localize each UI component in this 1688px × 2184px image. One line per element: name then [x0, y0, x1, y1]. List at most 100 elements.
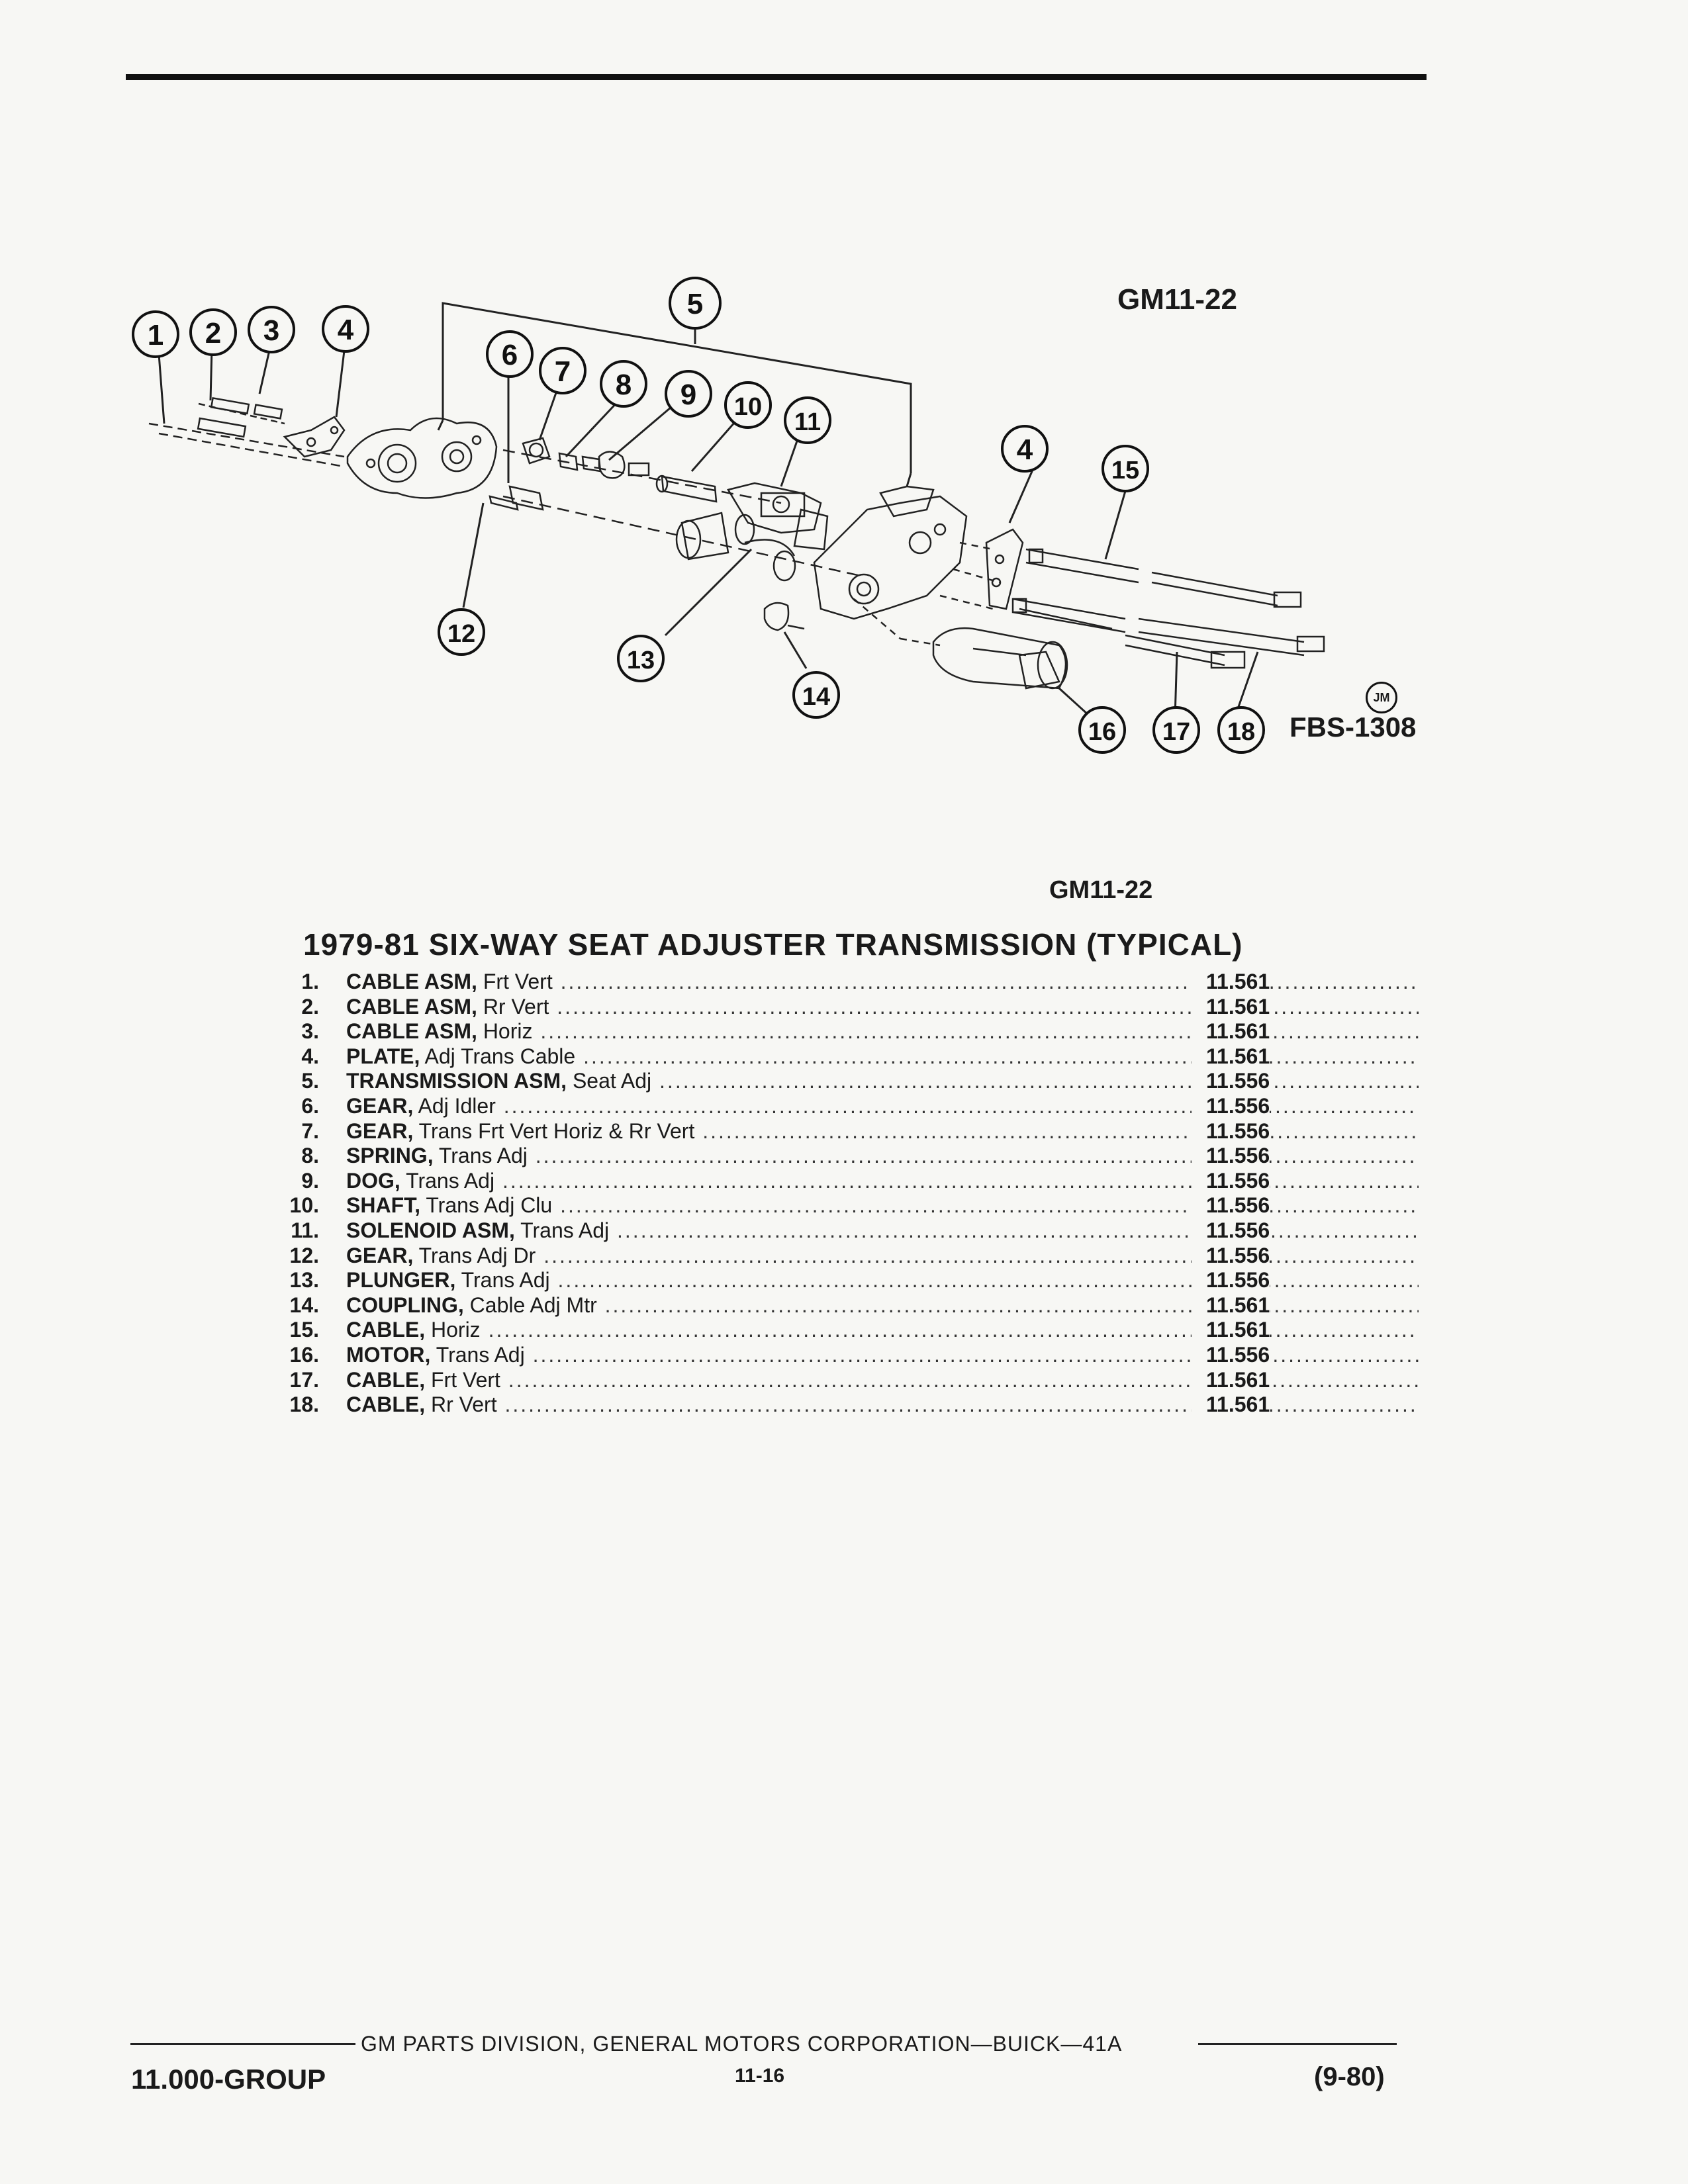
part-name: CABLE ASM,	[346, 970, 477, 993]
part-name: GEAR,	[346, 1093, 414, 1118]
part-name: CABLE ASM,	[346, 1019, 477, 1044]
list-item: 11. SOLENOID ASM, Trans Adj .............…	[285, 1218, 1419, 1244]
callout-17: 17	[1162, 718, 1190, 746]
leader-dots: ........................................…	[702, 1118, 1419, 1143]
part-qualifier: Adj Trans Cable	[424, 1044, 576, 1068]
part-qualifier: Cable Adj Mtr	[469, 1293, 597, 1317]
list-item: 4. PLATE, Adj Trans Cable ...............…	[285, 1044, 1419, 1069]
part-qualifier: Trans Frt Vert Horiz & Rr Vert	[418, 1118, 695, 1143]
part-number: 17.	[289, 1367, 319, 1392]
diagram-code: GM11-22	[1117, 283, 1237, 316]
footer-rule-right	[1198, 2043, 1397, 2045]
callout-15: 15	[1111, 457, 1139, 484]
part-qualifier: Rr Vert	[483, 994, 549, 1019]
callout-13: 13	[627, 647, 655, 674]
group-number: 11.556	[1192, 1243, 1270, 1268]
callout-18: 18	[1227, 718, 1255, 746]
part-description: GEAR, Trans Adj Dr .....................…	[346, 1244, 1419, 1268]
part-qualifier: Trans Adj Dr	[418, 1243, 536, 1267]
list-item: 18.CABLE, Rr Vert ......................…	[285, 1392, 1419, 1418]
revision-date: (9-80)	[1314, 2062, 1385, 2091]
part-name: COUPLING,	[346, 1293, 464, 1317]
part-name: CABLE,	[346, 1318, 426, 1342]
list-item: 9. DOG, Trans Adj .......................…	[285, 1168, 1419, 1194]
leader-dots: ........................................…	[527, 1144, 1419, 1168]
leader-dots: ........................................…	[480, 1318, 1419, 1342]
part-number: 15.	[289, 1318, 319, 1342]
callout-6: 6	[502, 339, 518, 371]
leader-dots: ........................................…	[532, 1019, 1419, 1044]
list-item: 8.SPRING, Trans Adj ....................…	[285, 1144, 1419, 1169]
group-number: 11.556	[1192, 1144, 1270, 1169]
leader-dots: ........................................…	[494, 1168, 1419, 1193]
part-name: SOLENOID ASM,	[346, 1218, 515, 1242]
group-number: 11.556	[1192, 1069, 1270, 1094]
footer-publisher: GM PARTS DIVISION, GENERAL MOTORS CORPOR…	[361, 2032, 1123, 2056]
group-number: 11.561	[1192, 1392, 1270, 1418]
group-number: 11.556	[1192, 1218, 1270, 1243]
list-item: 15.CABLE, Horiz ........................…	[285, 1318, 1419, 1343]
part-number: 13.	[289, 1268, 319, 1293]
part-description: PLUNGER, Trans Adj .....................…	[346, 1268, 1419, 1293]
callout-7: 7	[555, 355, 571, 388]
part-number: 8.	[301, 1144, 319, 1168]
leader-dots: ........................................…	[604, 1293, 1419, 1317]
part-name: DOG,	[346, 1168, 400, 1193]
callout-9: 9	[680, 379, 696, 411]
group-number: 11.561	[1192, 1318, 1270, 1343]
part-qualifier: Trans Adj	[406, 1168, 495, 1193]
part-qualifier: Frt Vert	[431, 1367, 500, 1392]
part-qualifier: Rr Vert	[431, 1392, 497, 1417]
group-number: 11.561	[1192, 1293, 1270, 1318]
part-number: 1.	[301, 970, 319, 993]
leader-dots: ........................................…	[659, 1069, 1419, 1093]
part-number: 5.	[301, 1069, 319, 1093]
part-name: MOTOR,	[346, 1342, 431, 1367]
list-item: 10.SHAFT, Trans Adj Clu ................…	[285, 1193, 1419, 1218]
callout-16: 16	[1088, 718, 1116, 746]
callout-14: 14	[802, 683, 830, 711]
part-description: COUPLING, Cable Adj Mtr ................…	[346, 1293, 1419, 1318]
part-number: 10.	[289, 1193, 319, 1218]
artist-mark: JM	[1366, 682, 1397, 713]
part-name: GEAR,	[346, 1243, 414, 1267]
group-number: 11.561	[1192, 1367, 1270, 1392]
part-number: 2.	[301, 994, 319, 1019]
part-number: 9.	[301, 1168, 319, 1193]
leader-dots: ........................................…	[495, 1093, 1419, 1118]
footer-group: 11.000-GROUP	[131, 2064, 326, 2095]
part-number: 16.	[289, 1342, 319, 1367]
part-qualifier: Trans Adj	[438, 1144, 528, 1168]
callout-4: 4	[338, 314, 354, 346]
part-number: 11.	[291, 1218, 319, 1242]
list-item: 12.GEAR, Trans Adj Dr ..................…	[285, 1243, 1419, 1269]
leader-dots: ........................................…	[583, 1044, 1419, 1068]
callout-3: 3	[263, 314, 279, 347]
exploded-view-diagram: 1 2 3 4 5 6 7 8 9 10 11 4 15 12 13 14 16…	[132, 277, 1325, 754]
group-number: 11.561	[1192, 994, 1270, 1019]
callout-5: 5	[687, 288, 703, 320]
callout-8: 8	[616, 369, 632, 401]
part-number: 14.	[289, 1293, 319, 1317]
part-description: PLATE, Adj Trans Cable .................…	[346, 1044, 1419, 1069]
leader-dots: ........................................…	[549, 1268, 1419, 1293]
callout-10: 10	[734, 393, 762, 421]
list-item: 14. COUPLING, Cable Adj Mtr .............…	[285, 1293, 1419, 1318]
top-rule	[126, 74, 1427, 80]
callout-11: 11	[794, 408, 821, 436]
leader-dots: ........................................…	[536, 1243, 1419, 1267]
leader-dots: ........................................…	[552, 1193, 1419, 1218]
part-name: PLUNGER,	[346, 1268, 456, 1293]
figure-reference: FBS-1308	[1289, 711, 1417, 743]
group-number: 11.556	[1192, 1118, 1270, 1144]
group-number: 11.561	[1192, 970, 1270, 994]
part-number: 4.	[301, 1044, 319, 1068]
leader-dots: ........................................…	[552, 970, 1419, 993]
part-qualifier: Trans Adj	[520, 1218, 610, 1242]
part-name: CABLE,	[346, 1367, 426, 1392]
part-name: CABLE ASM,	[346, 994, 477, 1019]
part-description: SOLENOID ASM, Trans Adj ................…	[346, 1218, 1419, 1243]
parts-list: 1. CABLE ASM, Frt Vert ..................…	[285, 970, 1419, 1418]
part-description: CABLE ASM, Frt Vert ....................…	[346, 970, 1419, 994]
footer-rule-left	[130, 2043, 355, 2045]
